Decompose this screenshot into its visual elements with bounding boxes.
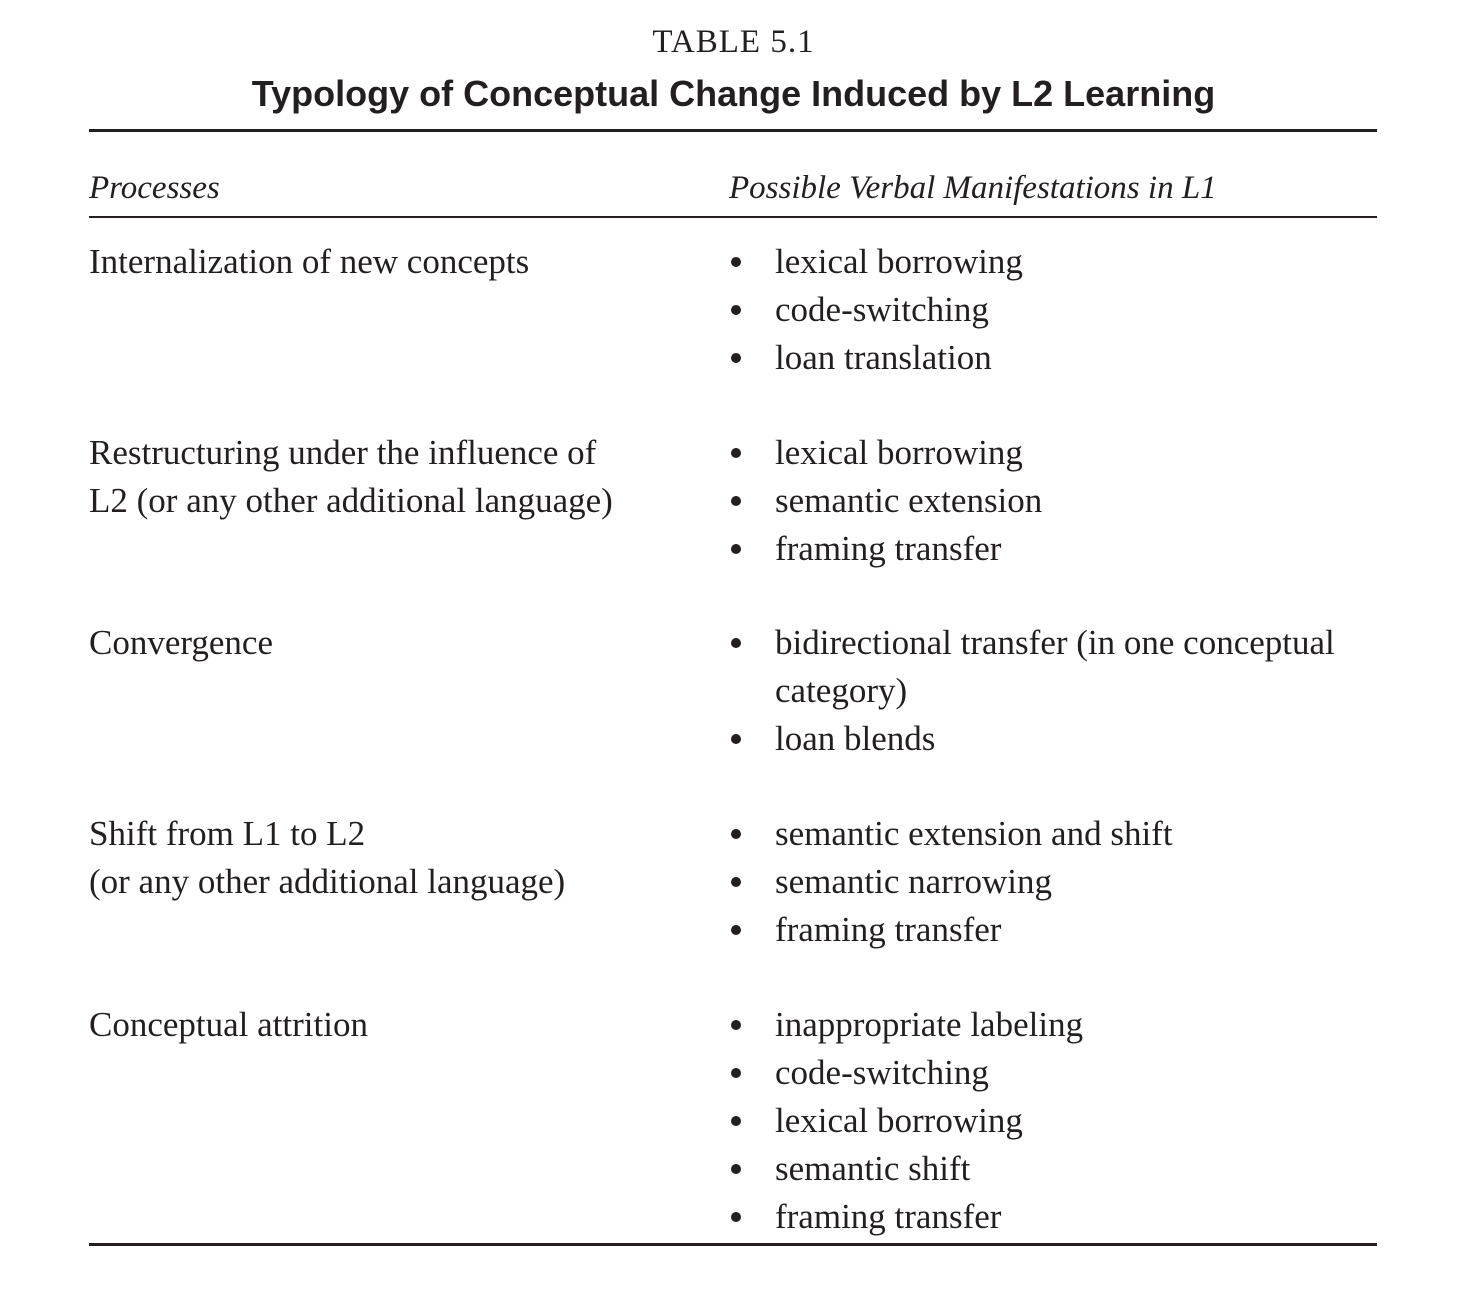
list-item: lexical borrowing [729,429,1369,477]
bullet-icon [731,638,741,648]
manifestation-text: semantic extension and shift [775,814,1173,853]
manifestation-list: inappropriate labeling code-switching le… [729,1001,1369,1241]
bullet-icon [731,448,741,458]
process-cell: Conceptual attrition [89,1005,368,1044]
manifestation-text: code-switching [775,1053,989,1092]
manifestation-list: semantic extension and shift semantic na… [729,810,1369,954]
list-item: semantic shift [729,1145,1369,1193]
list-item: bidirectional transfer (in one conceptua… [729,619,1369,715]
manifestation-list: lexical borrowing semantic extension fra… [729,429,1369,573]
manifestation-list: bidirectional transfer (in one conceptua… [729,619,1369,763]
bullet-icon [731,305,741,315]
bullet-icon [731,1116,741,1126]
table-title: Typology of Conceptual Change Induced by… [251,73,1216,114]
bullet-icon [731,496,741,506]
header-rule [89,216,1377,218]
manifestation-text: framing transfer [775,1197,1002,1236]
list-item: loan blends [729,715,1369,763]
bullet-icon [731,829,741,839]
list-item: framing transfer [729,525,1369,573]
list-item: lexical borrowing [729,238,1369,286]
manifestation-text: code-switching [775,290,989,329]
bullet-icon [731,1020,741,1030]
manifestation-text: bidirectional transfer (in one conceptua… [775,623,1335,710]
list-item: framing transfer [729,1193,1369,1241]
process-cell: Restructuring under the influence of L2 … [89,433,613,520]
bullet-icon [731,257,741,267]
list-item: semantic narrowing [729,858,1369,906]
list-item: inappropriate labeling [729,1001,1369,1049]
list-item: code-switching [729,1049,1369,1097]
process-cell: Convergence [89,623,274,662]
list-item: lexical borrowing [729,1097,1369,1145]
process-cell: Shift from L1 to L2 (or any other additi… [89,814,566,901]
process-cell: Internalization of new concepts [89,242,530,281]
manifestation-text: lexical borrowing [775,433,1023,472]
top-rule [89,129,1377,132]
bullet-icon [731,1212,741,1222]
bullet-icon [731,877,741,887]
manifestation-list: lexical borrowing code-switching loan tr… [729,238,1369,382]
bullet-icon [731,544,741,554]
manifestation-text: semantic extension [775,481,1043,520]
bullet-icon [731,1068,741,1078]
table-number: TABLE 5.1 [652,24,815,60]
list-item: loan translation [729,334,1369,382]
manifestation-text: framing transfer [775,529,1002,568]
bottom-rule [89,1243,1377,1246]
manifestation-text: framing transfer [775,910,1002,949]
column-header-manifestations: Possible Verbal Manifestations in L1 [729,170,1217,206]
bullet-icon [731,353,741,363]
manifestation-text: inappropriate labeling [775,1005,1084,1044]
list-item: framing transfer [729,906,1369,954]
manifestation-text: lexical borrowing [775,242,1023,281]
bullet-icon [731,1164,741,1174]
manifestation-text: lexical borrowing [775,1101,1023,1140]
list-item: semantic extension and shift [729,810,1369,858]
list-item: code-switching [729,286,1369,334]
bullet-icon [731,925,741,935]
manifestation-text: semantic shift [775,1149,971,1188]
manifestation-text: loan blends [775,719,936,758]
manifestation-text: loan translation [775,338,992,377]
bullet-icon [731,734,741,744]
list-item: semantic extension [729,477,1369,525]
column-header-processes: Processes [89,170,220,206]
manifestation-text: semantic narrowing [775,862,1052,901]
